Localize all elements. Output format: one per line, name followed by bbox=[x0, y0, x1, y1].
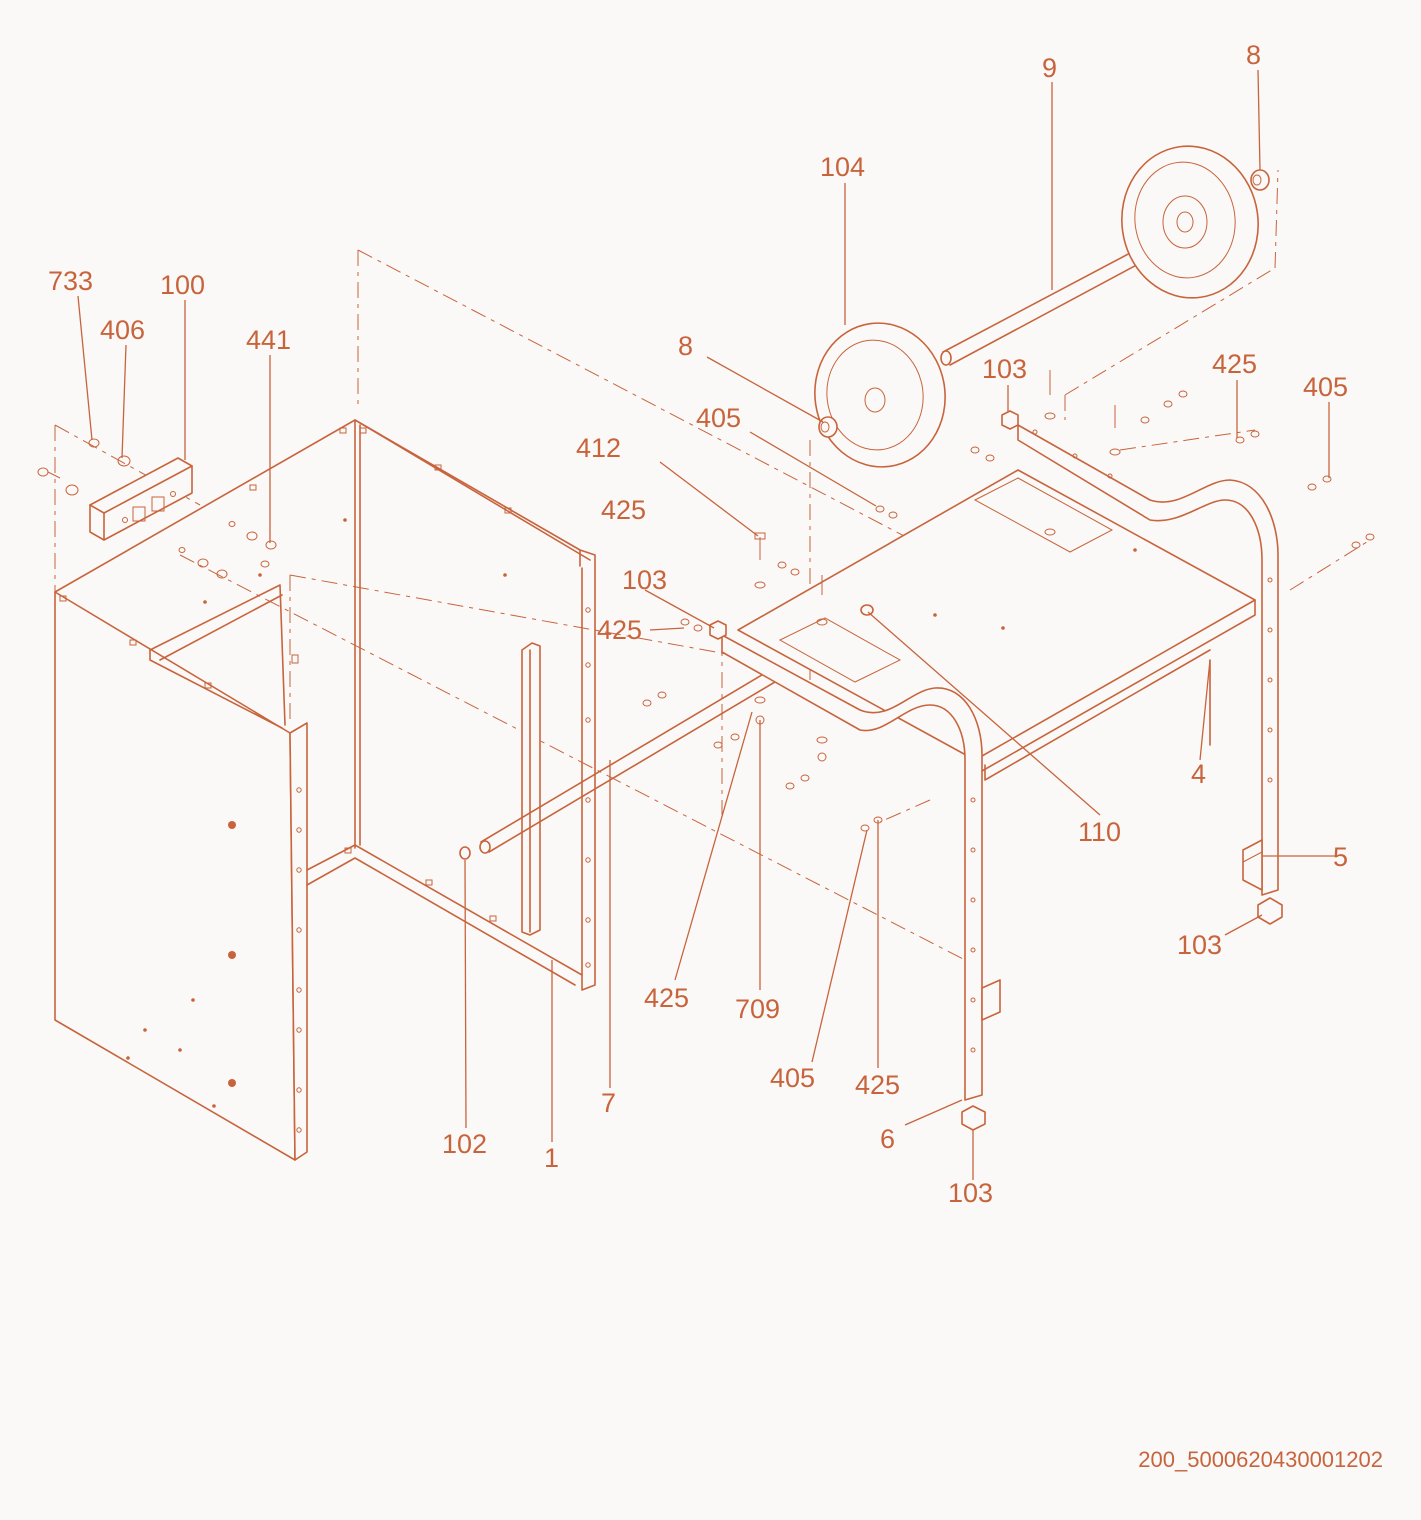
callout-406: 406 bbox=[100, 315, 145, 345]
callout-8-rear: 8 bbox=[1246, 40, 1261, 70]
callout-104: 104 bbox=[820, 152, 865, 182]
drawing-code: 200_5000620430001202 bbox=[1138, 1447, 1383, 1472]
callout-103-b: 103 bbox=[982, 354, 1027, 384]
callout-103-c: 103 bbox=[1177, 930, 1222, 960]
callout-100: 100 bbox=[160, 270, 205, 300]
leader-lines bbox=[77, 69, 1338, 1180]
callout-425-b: 425 bbox=[597, 615, 642, 645]
callout-405-bottom: 405 bbox=[770, 1063, 815, 1093]
callout-1: 1 bbox=[544, 1143, 559, 1173]
handle-frame bbox=[721, 424, 1283, 1131]
callout-425-a: 425 bbox=[601, 495, 646, 525]
callout-412: 412 bbox=[576, 433, 621, 463]
callout-103-d: 103 bbox=[948, 1178, 993, 1208]
callout-5: 5 bbox=[1333, 842, 1348, 872]
callout-7: 7 bbox=[601, 1088, 616, 1118]
callout-405-top: 405 bbox=[696, 403, 741, 433]
callout-425-e: 425 bbox=[855, 1070, 900, 1100]
callout-labels: 733 100 406 441 104 9 8 8 405 412 425 10… bbox=[48, 40, 1348, 1208]
callout-441: 441 bbox=[246, 325, 291, 355]
callout-425-d: 425 bbox=[644, 983, 689, 1013]
callout-4: 4 bbox=[1191, 759, 1206, 789]
fasteners-left bbox=[37, 438, 277, 579]
callout-9: 9 bbox=[1042, 53, 1057, 83]
callout-425-c: 425 bbox=[1212, 349, 1257, 379]
wheel-axle-assembly bbox=[814, 145, 1270, 468]
cabinet-side-panel bbox=[54, 419, 596, 1161]
callout-733: 733 bbox=[48, 266, 93, 296]
callout-6: 6 bbox=[880, 1124, 895, 1154]
outlet-box bbox=[89, 457, 193, 541]
hardware-fasteners bbox=[642, 370, 1375, 832]
callout-110: 110 bbox=[1078, 817, 1121, 847]
handle-tube bbox=[459, 667, 782, 860]
callout-709: 709 bbox=[735, 994, 780, 1024]
callout-102: 102 bbox=[442, 1129, 487, 1159]
callout-405-right: 405 bbox=[1303, 372, 1348, 402]
callout-103-a: 103 bbox=[622, 565, 667, 595]
callout-8-front: 8 bbox=[678, 331, 693, 361]
